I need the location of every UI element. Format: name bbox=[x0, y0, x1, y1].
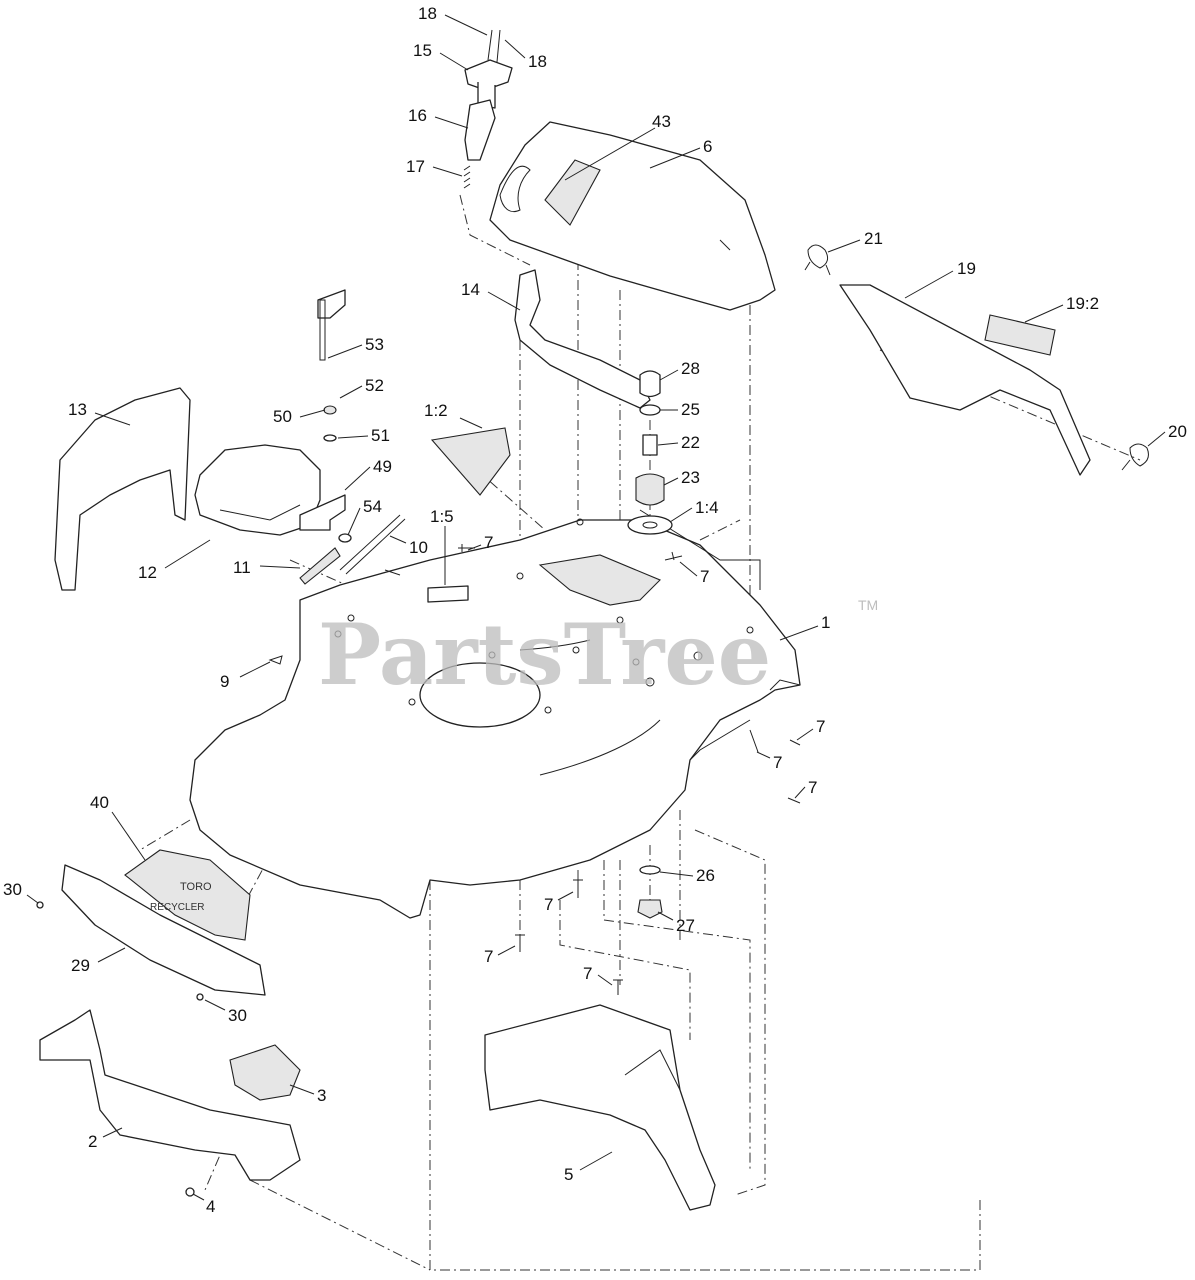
callout-label: 53 bbox=[365, 335, 384, 354]
part-26-washer bbox=[639, 865, 661, 875]
callout-label: 14 bbox=[461, 280, 480, 299]
part-1-2-decal bbox=[430, 427, 511, 496]
part-23-gear bbox=[635, 473, 665, 506]
part-1-4-washer bbox=[627, 515, 673, 535]
callout-label: 51 bbox=[371, 426, 390, 445]
callout-label: 9 bbox=[220, 672, 229, 691]
part-13-flap bbox=[54, 387, 191, 591]
callout-label: 25 bbox=[681, 400, 700, 419]
callout-label: 22 bbox=[681, 433, 700, 452]
callout-label: 7 bbox=[816, 717, 825, 736]
callout-label: 1:2 bbox=[424, 401, 448, 420]
part-7-bolts bbox=[384, 544, 801, 995]
part-17-spring bbox=[463, 165, 471, 189]
callout-label: 5 bbox=[564, 1165, 573, 1184]
callout-label: 7 bbox=[544, 895, 553, 914]
callout-label: 52 bbox=[365, 376, 384, 395]
callout-label: 3 bbox=[317, 1086, 326, 1105]
callout-label: 4 bbox=[206, 1197, 215, 1216]
part-53-bolt bbox=[319, 299, 326, 361]
part-28-cap bbox=[639, 370, 661, 398]
callout-label: 18 bbox=[418, 4, 437, 23]
callout-label: 13 bbox=[68, 400, 87, 419]
part-14-shift-rod bbox=[514, 269, 651, 409]
callout-label: 43 bbox=[652, 112, 671, 131]
callout-label: 27 bbox=[676, 916, 695, 935]
part-49-bracket bbox=[299, 494, 346, 531]
callout-label: 7 bbox=[583, 964, 592, 983]
part-52-bracket bbox=[317, 289, 346, 319]
part-10-rod bbox=[339, 514, 406, 575]
part-9-bolt bbox=[268, 655, 283, 665]
callout-label: 30 bbox=[3, 880, 22, 899]
part-21-spring bbox=[804, 244, 831, 276]
callout-label: 28 bbox=[681, 359, 700, 378]
callout-label: 19 bbox=[957, 259, 976, 278]
part-11-spring bbox=[299, 547, 341, 585]
part-20-spring bbox=[1121, 443, 1149, 471]
callout-label: 2 bbox=[88, 1132, 97, 1151]
part-16-lever bbox=[464, 99, 496, 161]
callout-label: 15 bbox=[413, 41, 432, 60]
part-2-front-bracket bbox=[39, 1009, 301, 1181]
part-12-cover bbox=[194, 444, 321, 536]
part-25-washer bbox=[639, 404, 661, 416]
decal-brand-text: TORO bbox=[180, 881, 212, 893]
callout-label: 50 bbox=[273, 407, 292, 426]
part-3-cap bbox=[229, 1044, 301, 1101]
callout-label: 7 bbox=[484, 533, 493, 552]
callout-label: 19:2 bbox=[1066, 294, 1099, 313]
callout-label: 1:4 bbox=[695, 498, 719, 517]
callout-label: 17 bbox=[406, 157, 425, 176]
part-54-nut bbox=[338, 533, 352, 543]
decal-model-text: RECYCLER bbox=[150, 902, 204, 913]
partstree-watermark: PartsTree bbox=[318, 605, 771, 704]
callout-label: 30 bbox=[228, 1006, 247, 1025]
callout-label: 29 bbox=[71, 956, 90, 975]
callout-label: 40 bbox=[90, 793, 109, 812]
part-4-screw bbox=[185, 1187, 195, 1197]
callout-label: 23 bbox=[681, 468, 700, 487]
part-29-front-trim bbox=[61, 864, 266, 996]
callout-label: 7 bbox=[484, 947, 493, 966]
part-30-screws bbox=[36, 901, 204, 1001]
callout-label: 7 bbox=[808, 778, 817, 797]
callout-label: 54 bbox=[363, 497, 382, 516]
part-5-chute bbox=[484, 1004, 716, 1211]
callout-label: 1 bbox=[821, 613, 830, 632]
part-1-5-decal bbox=[427, 585, 469, 603]
part-6-rear-cover bbox=[489, 121, 776, 311]
part-18-screws bbox=[487, 29, 501, 63]
part-50-51-nuts bbox=[323, 405, 337, 442]
callout-label: 1:5 bbox=[430, 507, 454, 526]
callout-label: 20 bbox=[1168, 422, 1187, 441]
alignment-lines bbox=[139, 194, 1141, 1271]
part-19-handle bbox=[839, 284, 1091, 476]
callout-label: 21 bbox=[864, 229, 883, 248]
callout-label: 7 bbox=[773, 753, 782, 772]
callout-label: 10 bbox=[409, 538, 428, 557]
callout-label: 16 bbox=[408, 106, 427, 125]
part-22-bushing bbox=[642, 434, 658, 456]
part-40-decal: TORO RECYCLER bbox=[124, 849, 251, 941]
callout-label: 12 bbox=[138, 563, 157, 582]
callout-labels: 18 18 15 16 17 43 6 21 19 19:2 20 14 28 … bbox=[3, 4, 1187, 1216]
part-27-nut bbox=[637, 899, 663, 919]
callout-label: 49 bbox=[373, 457, 392, 476]
callout-label: 18 bbox=[528, 52, 547, 71]
callout-label: 6 bbox=[703, 137, 712, 156]
callout-label: 11 bbox=[233, 558, 251, 577]
trademark-mark: TM bbox=[858, 597, 878, 613]
callout-label: 7 bbox=[700, 567, 709, 586]
callout-label: 26 bbox=[696, 866, 715, 885]
